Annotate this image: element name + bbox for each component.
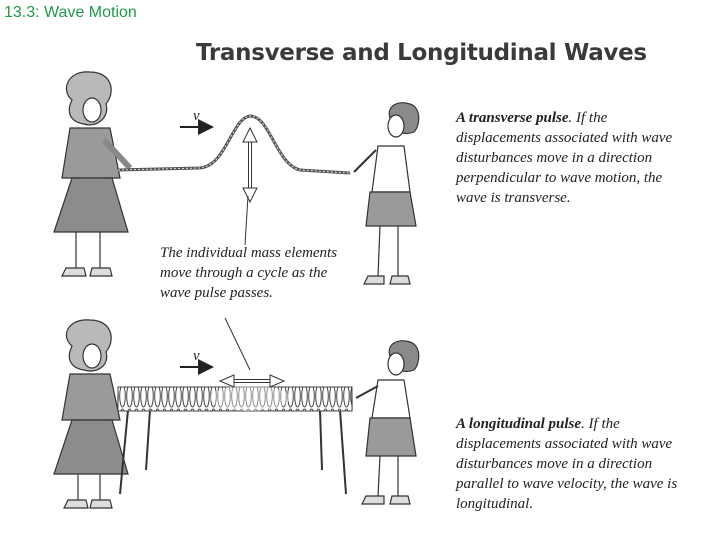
velocity-label-top: v: [193, 108, 200, 124]
velocity-label-bottom: v: [193, 348, 200, 364]
rope-transverse: [118, 116, 350, 173]
longitudinal-caption-head: A longitudinal pulse: [456, 416, 581, 432]
mass-elements-caption: The individual mass elements move throug…: [160, 243, 344, 303]
girl-right-bottom: [356, 341, 419, 504]
transverse-caption: A transverse pulse. If the displacements…: [456, 108, 688, 208]
longitudinal-caption: A longitudinal pulse. If the displacemen…: [456, 414, 688, 514]
pointer-line-top: [245, 196, 248, 245]
girl-right-top: [354, 103, 419, 284]
transverse-caption-head: A transverse pulse: [456, 110, 569, 126]
displacement-arrow-vertical: [243, 128, 257, 202]
pointer-line-bottom: [225, 318, 250, 370]
table-with-spring: [118, 385, 352, 494]
girl-left-top: [54, 72, 130, 276]
girl-left-bottom: [54, 320, 128, 508]
